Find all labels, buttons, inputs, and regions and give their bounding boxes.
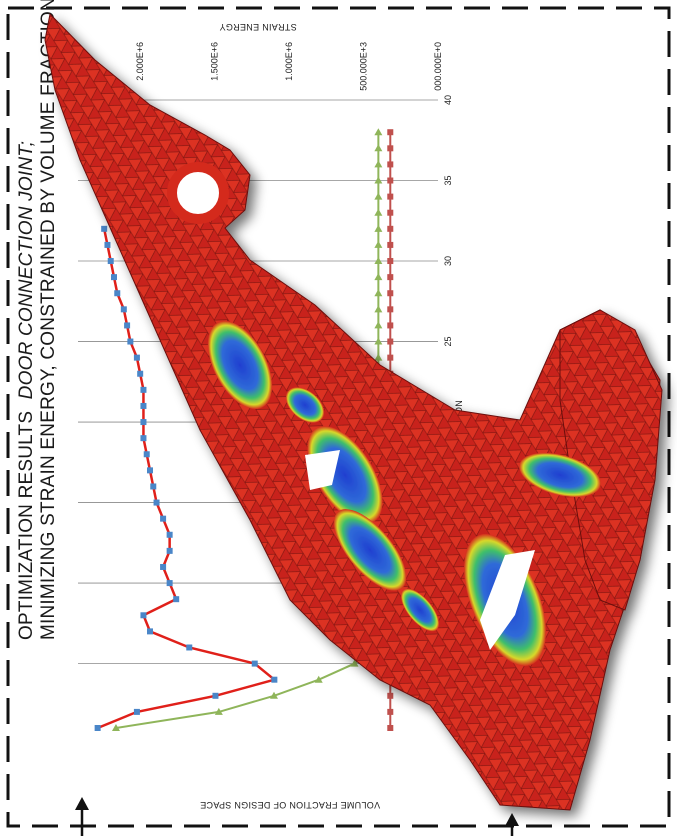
data-point-strain-energy-a [374, 353, 383, 361]
data-point-strain-energy-a [374, 305, 383, 313]
data-point-strain-energy-b [387, 322, 394, 329]
data-point-volume-fraction [140, 435, 147, 442]
data-point-volume-fraction [111, 274, 117, 281]
data-point-volume-fraction [137, 370, 144, 377]
part-cutout [480, 550, 535, 650]
data-point-volume-fraction [101, 225, 108, 232]
data-point-volume-fraction [166, 531, 173, 538]
right-axis-tick-label: 000.000E+0 [433, 42, 443, 91]
data-point-strain-energy-b [387, 692, 394, 699]
data-point-strain-energy-a [374, 289, 383, 297]
data-point-strain-energy-a [314, 675, 323, 683]
data-point-strain-energy-b [387, 209, 394, 216]
data-point-volume-fraction [160, 515, 167, 522]
data-point-volume-fraction [271, 676, 278, 683]
data-point-strain-energy-a [374, 128, 383, 136]
data-point-strain-energy-b [387, 354, 394, 361]
title-prefix: OPTIMIZATION RESULTS [16, 411, 37, 640]
part-cutout [305, 450, 340, 490]
data-point-volume-fraction [153, 499, 160, 506]
part-eye-hole [167, 162, 229, 224]
data-point-volume-fraction [140, 386, 147, 393]
data-point-volume-fraction [140, 402, 147, 409]
data-point-volume-fraction [186, 644, 193, 651]
data-point-volume-fraction [143, 451, 150, 458]
data-point-strain-energy-b [387, 290, 394, 297]
data-point-strain-energy-a [374, 144, 383, 152]
data-point-volume-fraction [173, 596, 180, 603]
up-arrow-icon [75, 797, 89, 836]
data-point-strain-energy-a [374, 224, 383, 232]
title-block: OPTIMIZATION RESULTS DOOR CONNECTION JOI… [16, 0, 59, 640]
left-axis-title: VOLUME FRACTION OF DESIGN SPACE [200, 800, 380, 810]
data-point-volume-fraction [133, 708, 140, 715]
data-point-volume-fraction [107, 258, 114, 265]
x-tick-label: 35 [443, 176, 453, 186]
data-point-strain-energy-b [387, 145, 394, 152]
right-axis-tick-label: 1.500E+6 [209, 42, 219, 81]
data-point-volume-fraction [120, 306, 127, 313]
data-point-volume-fraction [166, 580, 173, 587]
data-point-volume-fraction [114, 290, 121, 297]
data-point-strain-energy-b [387, 306, 394, 313]
data-point-volume-fraction [147, 467, 153, 474]
data-point-strain-energy-b [387, 338, 394, 345]
right-axis-tick-label: 2.000E+6 [135, 42, 145, 81]
data-point-strain-energy-b [387, 193, 394, 200]
data-point-volume-fraction [94, 725, 101, 731]
data-point-volume-fraction [251, 660, 258, 667]
data-point-strain-energy-a [374, 337, 383, 345]
data-point-volume-fraction [150, 483, 157, 490]
data-point-strain-energy-a [374, 192, 383, 200]
data-point-strain-energy-a [374, 321, 383, 329]
data-point-volume-fraction [124, 322, 131, 329]
data-point-strain-energy-a [374, 208, 383, 216]
data-point-volume-fraction [104, 241, 111, 248]
x-tick-label: 40 [443, 95, 453, 105]
right-axis-title: STRAIN ENERGY [219, 22, 296, 32]
data-point-volume-fraction [212, 692, 219, 699]
data-point-strain-energy-a [374, 240, 383, 248]
data-point-strain-energy-a [350, 659, 359, 667]
x-tick-label: 25 [443, 337, 453, 347]
data-point-strain-energy-a [111, 724, 120, 731]
title-emphasis: DOOR CONNECTION JOINT; [16, 141, 37, 399]
data-point-strain-energy-a [214, 707, 223, 715]
right-axis-tick-label: 1.000E+6 [284, 42, 294, 81]
data-point-strain-energy-a [374, 160, 383, 168]
title-line-1: OPTIMIZATION RESULTS DOOR CONNECTION JOI… [16, 141, 37, 640]
x-tick-label: 30 [443, 256, 453, 266]
data-point-volume-fraction [160, 563, 167, 570]
data-point-strain-energy-b [387, 177, 394, 184]
data-point-volume-fraction [127, 338, 134, 345]
data-point-volume-fraction [140, 612, 147, 619]
data-point-strain-energy-b [387, 708, 394, 715]
data-point-strain-energy-a [374, 273, 383, 281]
data-point-strain-energy-b [387, 241, 394, 248]
data-point-strain-energy-b [387, 129, 394, 136]
data-point-volume-fraction [140, 419, 147, 426]
fea-part-image [44, 12, 663, 811]
right-axis-tick-label: 500.000E+3 [358, 42, 368, 91]
data-point-volume-fraction [147, 628, 153, 635]
data-point-strain-energy-b [387, 258, 394, 265]
data-point-volume-fraction [166, 547, 173, 554]
data-point-strain-energy-b [387, 225, 394, 232]
up-arrow-icon [505, 813, 519, 836]
data-point-volume-fraction [133, 354, 140, 361]
dashed-frame [6, 6, 671, 828]
data-point-strain-energy-b [387, 274, 394, 281]
title-line-2: MINIMIZING STRAIN ENERGY, CONSTRAINED BY… [38, 0, 59, 640]
data-point-strain-energy-b [387, 725, 394, 731]
data-point-strain-energy-b [387, 161, 394, 168]
data-point-strain-energy-a [374, 176, 383, 184]
data-point-strain-energy-a [270, 691, 278, 699]
data-point-strain-energy-a [374, 257, 383, 265]
